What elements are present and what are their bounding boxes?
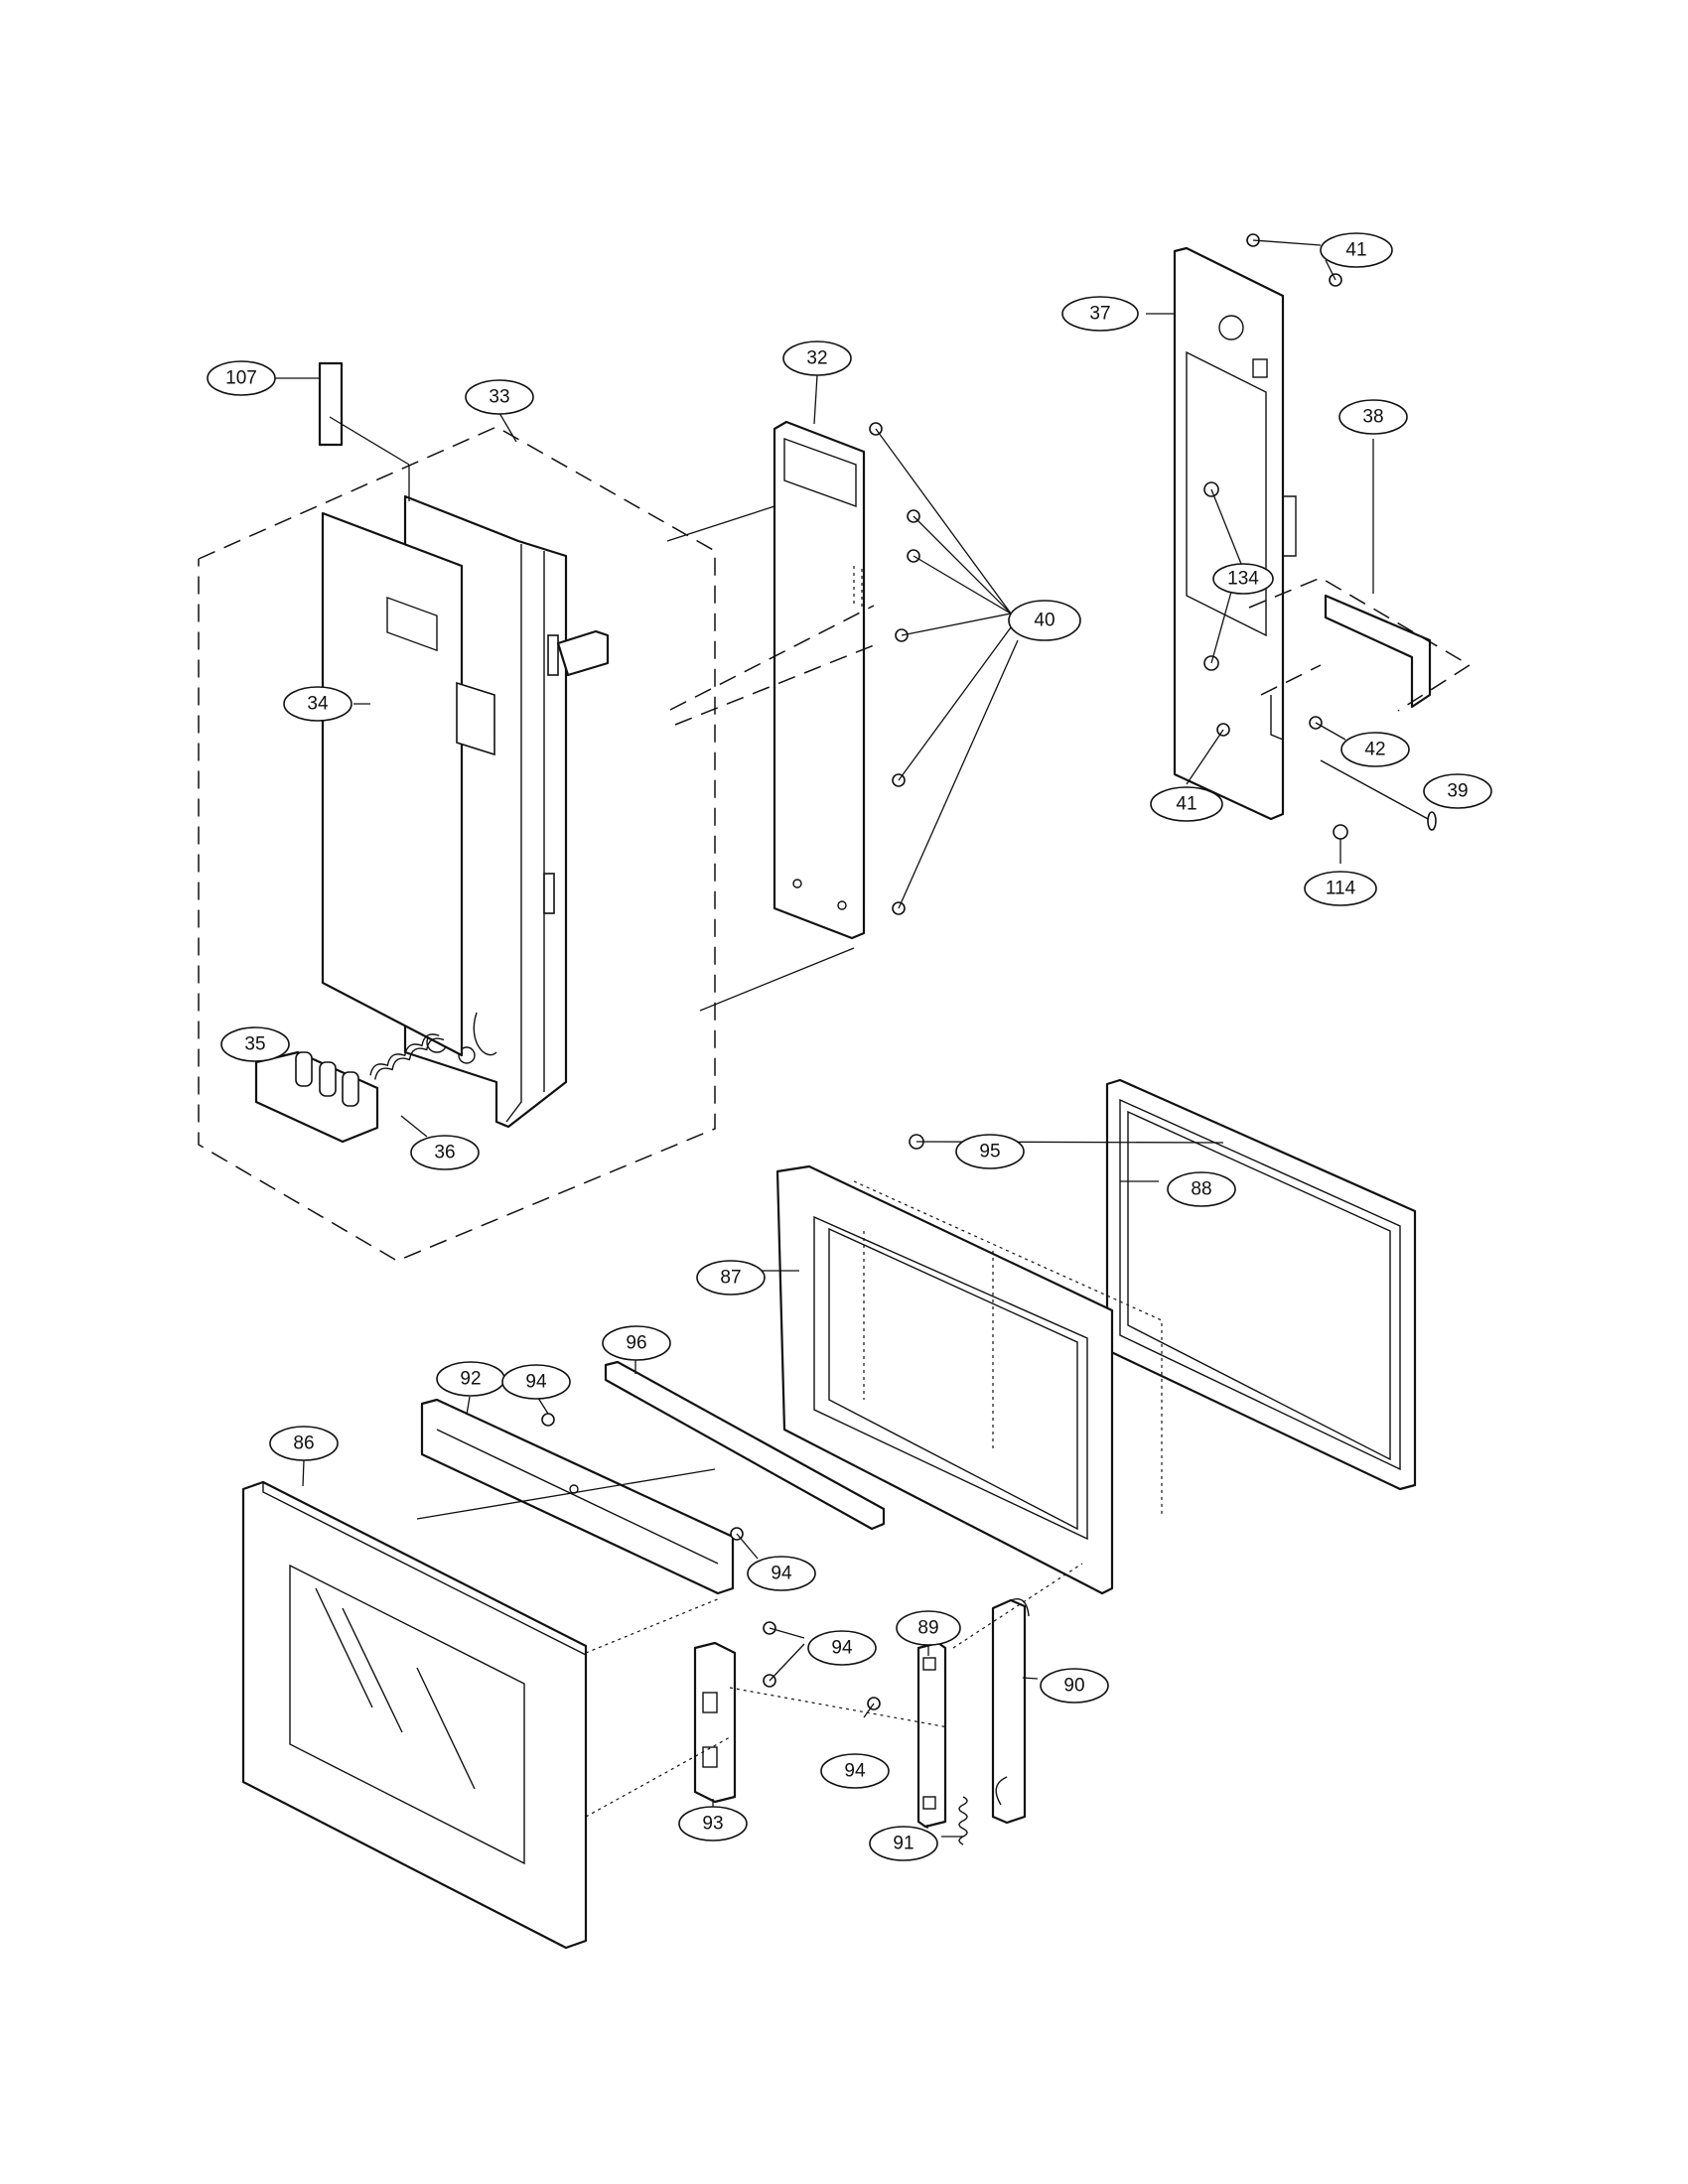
part-90-latch-hook: [991, 1598, 1030, 1825]
callout-35: 35: [220, 1026, 290, 1062]
svg-text:93: 93: [702, 1814, 723, 1835]
callout-88: 88: [1167, 1171, 1236, 1207]
svg-text:91: 91: [893, 1834, 914, 1854]
svg-text:41: 41: [1345, 240, 1366, 261]
part-38-dashed-outline: [1248, 577, 1472, 712]
callout-41-top: 41: [1320, 232, 1393, 268]
svg-text:114: 114: [1326, 879, 1356, 899]
callout-114: 114: [1304, 871, 1377, 906]
callout-36: 36: [410, 1135, 480, 1170]
callout-34: 34: [283, 686, 352, 722]
svg-text:88: 88: [1191, 1179, 1211, 1200]
callout-94-a: 94: [501, 1364, 571, 1400]
callout-38: 38: [1338, 399, 1408, 435]
svg-text:94: 94: [771, 1564, 792, 1584]
callout-86: 86: [269, 1426, 339, 1461]
callout-90: 90: [1040, 1668, 1109, 1704]
svg-text:86: 86: [293, 1433, 314, 1454]
part-87-inner-door: [775, 1164, 1163, 1595]
svg-text:35: 35: [244, 1034, 265, 1055]
callout-95: 95: [955, 1134, 1025, 1169]
svg-text:94: 94: [831, 1638, 853, 1659]
part-40-screws: [869, 422, 920, 915]
callout-94-b: 94: [747, 1556, 816, 1591]
part-89-bracket: [916, 1641, 947, 1829]
callout-92: 92: [436, 1361, 505, 1397]
callout-107: 107: [207, 360, 276, 396]
part-93-latch-plate: [693, 1641, 737, 1804]
svg-text:32: 32: [806, 348, 827, 369]
svg-text:89: 89: [917, 1618, 938, 1639]
part-36-spring: [369, 1033, 445, 1080]
callout-40: 40: [1008, 600, 1081, 641]
part-34-control-panel: [321, 511, 495, 1057]
svg-text:41: 41: [1176, 794, 1196, 815]
callout-33: 33: [465, 379, 534, 415]
callout-41-bottom: 41: [1150, 786, 1223, 822]
callout-32: 32: [782, 341, 852, 376]
svg-text:94: 94: [525, 1372, 547, 1393]
callout-134: 134: [1212, 563, 1274, 595]
control-panel-assembly-boundary: [198, 426, 716, 1262]
svg-text:38: 38: [1362, 407, 1383, 428]
part-32-shield-plate: [773, 420, 866, 940]
svg-text:96: 96: [626, 1333, 646, 1354]
callout-37: 37: [1061, 296, 1139, 332]
assembly-connector-lines: [666, 505, 875, 1012]
svg-text:107: 107: [225, 368, 257, 389]
callout-94-d: 94: [820, 1753, 890, 1789]
part-96-choke-strip: [604, 1360, 886, 1531]
callout-39: 39: [1423, 773, 1492, 809]
callout-91: 91: [869, 1826, 938, 1861]
part-88-door-frame: [1105, 1078, 1417, 1491]
part-91-spring: [958, 1796, 968, 1845]
svg-text:95: 95: [979, 1142, 1000, 1162]
part-37-side-bracket: [1173, 246, 1297, 821]
part-107-label: [318, 361, 344, 447]
svg-text:36: 36: [434, 1143, 455, 1163]
svg-text:39: 39: [1447, 781, 1468, 802]
callout-93: 93: [678, 1806, 748, 1842]
svg-text:40: 40: [1034, 611, 1055, 631]
svg-text:42: 42: [1364, 740, 1385, 760]
svg-text:92: 92: [460, 1369, 481, 1390]
callout-87: 87: [696, 1260, 766, 1296]
part-41-screws: [1216, 233, 1342, 737]
callout-96: 96: [602, 1325, 671, 1361]
svg-text:134: 134: [1227, 569, 1259, 590]
svg-text:37: 37: [1089, 304, 1110, 325]
part-114-screw: [1333, 824, 1348, 840]
callout-42: 42: [1340, 732, 1410, 767]
part-39-rod: [1320, 759, 1437, 831]
svg-text:34: 34: [307, 694, 329, 715]
callout-94-c: 94: [807, 1630, 877, 1666]
svg-text:33: 33: [489, 387, 509, 408]
svg-text:87: 87: [720, 1268, 741, 1289]
svg-text:90: 90: [1063, 1676, 1084, 1697]
part-92-rail: [420, 1398, 735, 1595]
part-86-outer-door: [241, 1480, 588, 1950]
svg-text:94: 94: [844, 1761, 866, 1782]
door-assembly-dotted-lines: [416, 1468, 1083, 1818]
callout-89: 89: [896, 1610, 961, 1646]
part-35-button-block: [254, 1050, 379, 1144]
part-38-small-bracket: [1324, 594, 1432, 709]
